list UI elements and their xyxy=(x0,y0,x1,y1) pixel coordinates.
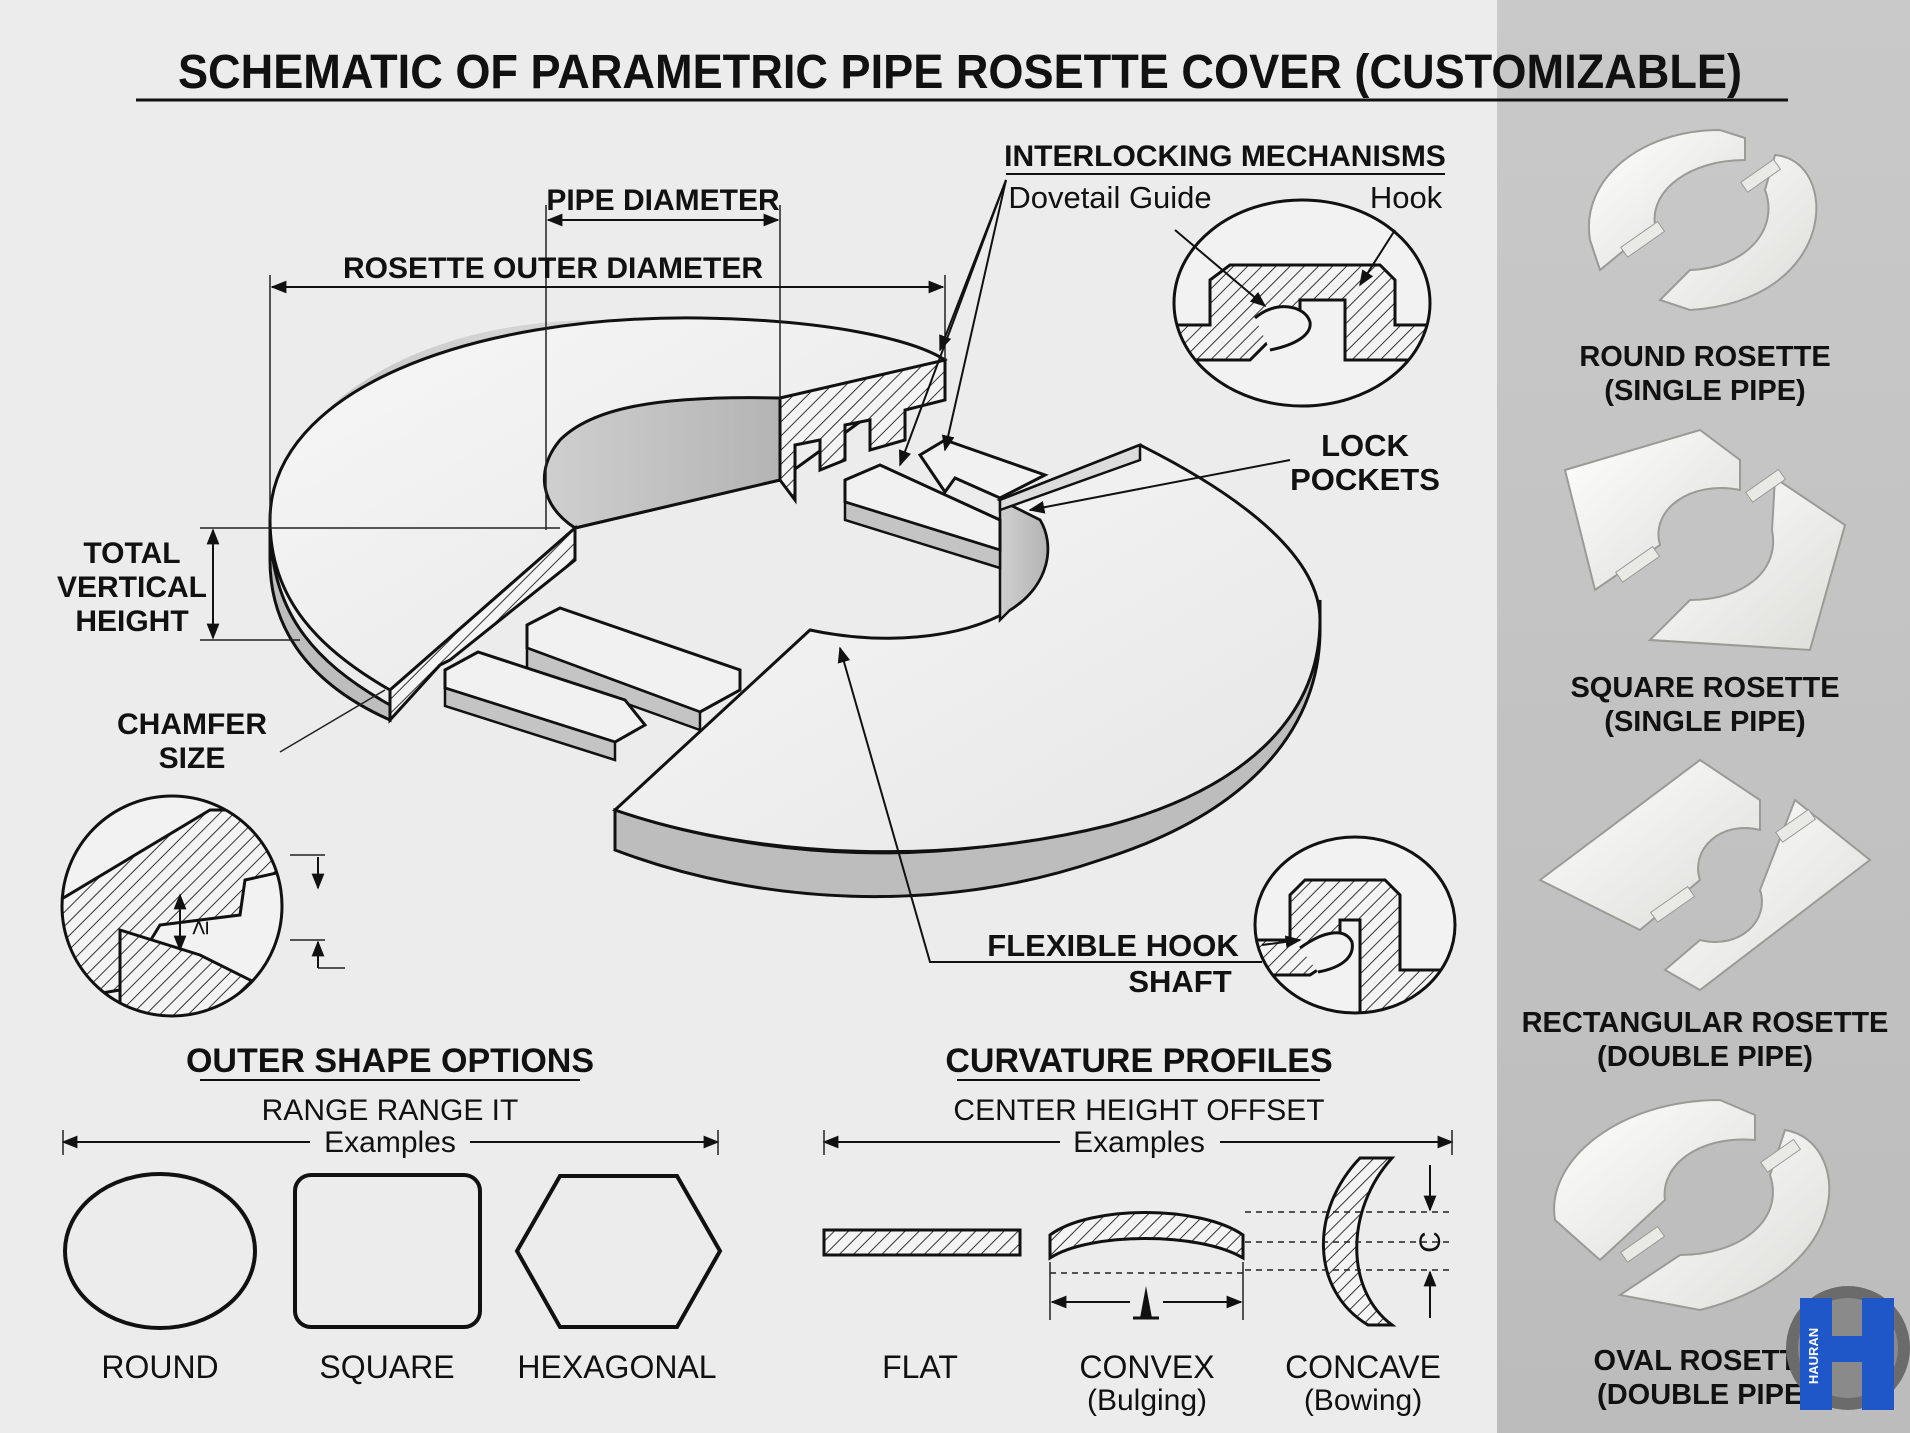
shape-label-round: ROUND xyxy=(101,1349,218,1385)
lock-pockets-label-2: POCKETS xyxy=(1290,462,1440,497)
sidebar-item-2-line1: SQUARE ROSETTE xyxy=(1570,672,1839,704)
profile-label-convex-sub: (Bulging) xyxy=(1087,1384,1207,1417)
right-half-lock-block xyxy=(998,443,1142,512)
total-height-label-3: HEIGHT xyxy=(75,605,188,638)
interlocking-callout: INTERLOCKING MECHANISMS Dovetail Guide H… xyxy=(899,140,1446,467)
profile-label-flat: FLAT xyxy=(882,1349,958,1385)
dimension-total-height: TOTAL VERTICAL HEIGHT xyxy=(57,527,560,641)
flexible-hook-callout: FLEXIBLE HOOK SHAFT xyxy=(837,646,1457,1015)
sidebar-products: ROUND ROSETTE (SINGLE PIPE) SQUARE ROSET… xyxy=(1522,128,1910,1411)
sidebar-item-4-line1: OVAL ROSETTE xyxy=(1594,1345,1817,1377)
chamfer-detail-circle: ≥ xyxy=(60,794,345,1018)
outer-shapes-heading: OUTER SHAPE OPTIONS xyxy=(186,1042,594,1080)
rosette-isometric-drawing xyxy=(268,316,1322,899)
oval-rosette-render xyxy=(1553,1098,1831,1312)
flat-profile-icon xyxy=(822,1228,1022,1257)
left-cut-face-hatched xyxy=(388,524,577,724)
sidebar-item-3-line2: (DOUBLE PIPE) xyxy=(1597,1041,1813,1073)
left-half-inner-bore xyxy=(543,396,782,530)
pipe-diameter-label: PIPE DIAMETER xyxy=(546,184,780,217)
outer-shapes-sub1: RANGE RANGE IT xyxy=(262,1094,519,1127)
profile-label-concave: CONCAVE xyxy=(1285,1349,1441,1385)
right-half-tongue-1 xyxy=(843,463,1002,553)
chamfer-label-1: CHAMFER xyxy=(117,708,267,741)
flexible-hook-label-2: SHAFT xyxy=(1128,964,1231,999)
top-cut-face-dovetail xyxy=(778,358,947,505)
outer-shape-options: OUTER SHAPE OPTIONS RANGE RANGE IT Examp… xyxy=(61,1042,723,1385)
round-shape-icon xyxy=(63,1172,257,1330)
right-half-tongue-1-side xyxy=(843,500,1002,570)
curvature-profiles: CURVATURE PROFILES CENTER HEIGHT OFFSET … xyxy=(822,1042,1454,1417)
outer-diameter-label: ROSETTE OUTER DIAMETER xyxy=(343,252,763,285)
curvature-sub1: CENTER HEIGHT OFFSET xyxy=(953,1094,1324,1127)
total-height-label-2: VERTICAL xyxy=(57,571,207,604)
square-shape-icon xyxy=(293,1173,482,1329)
shape-label-hexagonal: HEXAGONAL xyxy=(517,1349,716,1385)
total-height-label-1: TOTAL xyxy=(83,537,180,570)
chamfer-detail-symbol: ≥ xyxy=(184,921,214,935)
outer-shapes-sub2: Examples xyxy=(324,1126,456,1159)
profile-label-convex: CONVEX xyxy=(1079,1349,1214,1385)
rectangular-rosette-render xyxy=(1538,758,1872,992)
interlocking-heading: INTERLOCKING MECHANISMS xyxy=(1004,140,1446,173)
shape-label-square: SQUARE xyxy=(319,1349,454,1385)
curvature-sub2: Examples xyxy=(1073,1126,1205,1159)
concave-profile-icon xyxy=(1321,1156,1397,1327)
left-half-tongue-2-side xyxy=(443,686,617,762)
brand-logo: HAURAN xyxy=(1786,1286,1910,1410)
sidebar-item-2-line2: (SINGLE PIPE) xyxy=(1604,706,1805,738)
round-rosette-render xyxy=(1587,128,1818,312)
dimension-chamfer: CHAMFER SIZE xyxy=(117,689,386,775)
lock-pockets-label-1: LOCK xyxy=(1321,428,1409,463)
convex-profile-icon xyxy=(1048,1211,1245,1261)
sidebar-item-1-line2: (SINGLE PIPE) xyxy=(1604,375,1805,407)
curvature-heading: CURVATURE PROFILES xyxy=(945,1042,1332,1080)
sidebar-item-4-line2: (DOUBLE PIPE) xyxy=(1597,1379,1813,1411)
sidebar-item-1-line1: ROUND ROSETTE xyxy=(1579,341,1830,373)
sidebar-item-3-line1: RECTANGULAR ROSETTE xyxy=(1522,1007,1889,1039)
brand-logo-text: HAURAN xyxy=(1806,1328,1821,1384)
lock-pockets-callout: LOCK POCKETS xyxy=(1028,428,1440,514)
dimension-pipe-diameter: PIPE DIAMETER xyxy=(545,184,781,530)
profile-label-concave-sub: (Bowing) xyxy=(1304,1384,1422,1417)
square-rosette-render xyxy=(1563,428,1847,652)
c-offset-label: C xyxy=(1414,1231,1447,1253)
dimension-outer-diameter: ROSETTE OUTER DIAMETER xyxy=(269,252,946,520)
chamfer-label-2: SIZE xyxy=(159,742,226,775)
flexible-hook-label-1: FLEXIBLE HOOK xyxy=(987,928,1239,963)
dovetail-guide-label: Dovetail Guide xyxy=(1008,180,1211,215)
page-title: SCHEMATIC OF PARAMETRIC PIPE ROSETTE COV… xyxy=(178,45,1742,99)
hexagon-shape-icon xyxy=(514,1174,723,1329)
hook-label: Hook xyxy=(1370,180,1443,215)
right-half-inner-bore xyxy=(998,497,1049,624)
